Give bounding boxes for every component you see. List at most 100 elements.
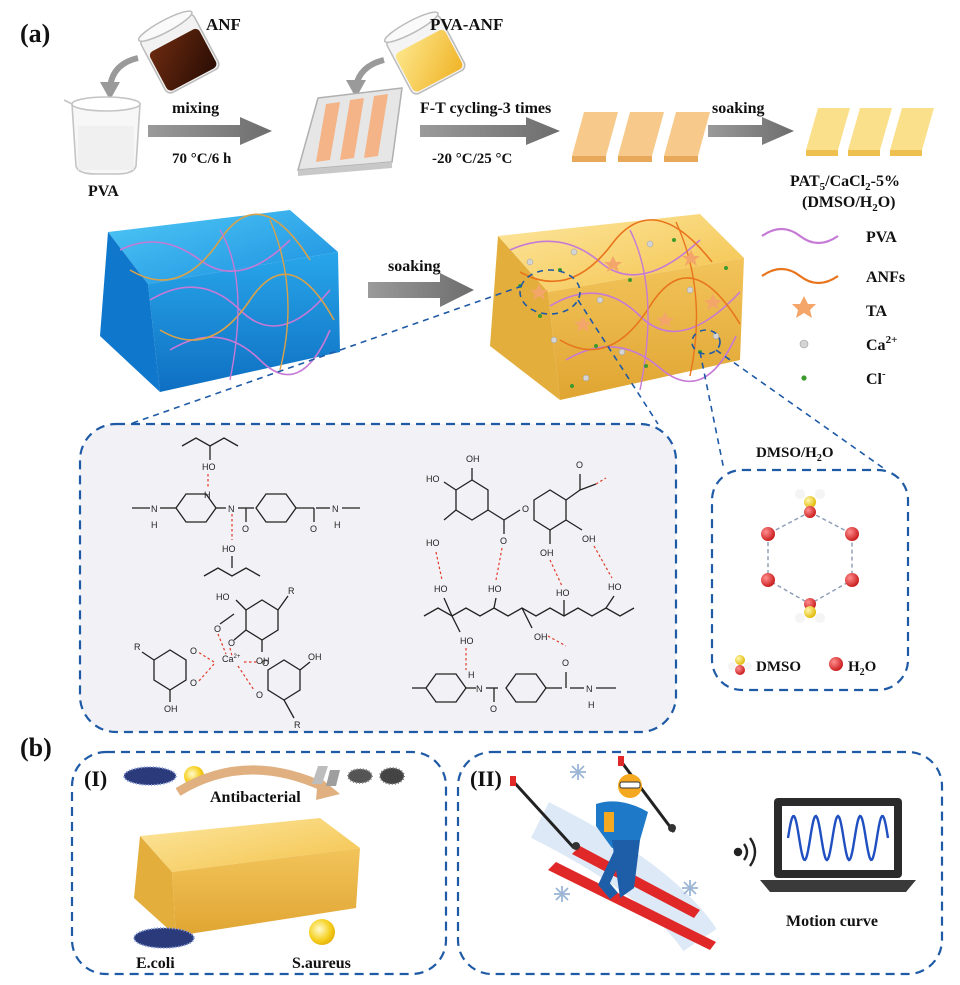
svg-text:OH: OH (466, 454, 480, 464)
ecoli-label: E.coli (136, 955, 175, 972)
dmso-molecule-bottom-icon (795, 598, 825, 623)
ft-cycling-label: F-T cycling-3 times (420, 100, 551, 117)
sub-II-label: (II) (470, 766, 502, 791)
product-label-line2: (DMSO/H2O) (802, 194, 896, 214)
curved-arrow-anf-head (100, 82, 120, 100)
saureus-label: S.aureus (292, 955, 351, 972)
svg-text:HO: HO (434, 584, 448, 594)
svg-text:HO: HO (460, 636, 474, 646)
mixing-condition-label: 70 °C/6 h (172, 151, 232, 167)
svg-text:R: R (294, 720, 301, 730)
zoom-line-left-2 (577, 299, 659, 425)
ecoli-bacterium-icon (123, 766, 177, 786)
svg-text:HO: HO (222, 544, 236, 554)
pva-anf-beaker-icon (383, 11, 466, 95)
svg-text:O: O (190, 646, 197, 656)
legend-ta-star-icon (792, 296, 816, 318)
laptop-icon (760, 798, 916, 892)
svg-text:N: N (151, 504, 158, 514)
zoom-line-right-1 (699, 351, 725, 471)
legend-ca-dot (799, 339, 809, 349)
mixing-label: mixing (172, 100, 219, 117)
ft-condition-label: -20 °C/25 °C (432, 151, 512, 167)
pva-anf-label: PVA-ANF (430, 15, 503, 34)
svg-text:O: O (214, 624, 221, 634)
zoom-circle-right (691, 329, 721, 355)
svg-text:H: H (588, 700, 595, 710)
ca-ion-label: Ca2+ (222, 654, 241, 664)
ecoli-icon (133, 927, 195, 949)
svg-text:O: O (190, 678, 197, 688)
svg-text:OH: OH (582, 534, 596, 544)
svg-text:O: O (490, 704, 497, 714)
legend-cl-dot (801, 375, 807, 381)
solvent-panel (710, 468, 910, 692)
soaking-label-mid: soaking (388, 258, 440, 275)
dmso-h2o-cluster (761, 489, 859, 623)
svg-text:HO: HO (488, 584, 502, 594)
pva-beaker-icon (63, 96, 141, 175)
svg-text:N: N (332, 504, 339, 514)
wireless-signal-icon (733, 837, 757, 867)
svg-text:OH: OH (534, 632, 548, 642)
svg-text:R: R (288, 586, 295, 596)
svg-text:N: N (586, 684, 593, 694)
arrow-soaking-top (708, 117, 794, 145)
zoom-circle-left (519, 269, 581, 315)
h2o-legend-icon (829, 657, 843, 671)
svg-text:HO: HO (426, 474, 440, 484)
svg-text:H: H (468, 670, 475, 680)
svg-text:O: O (500, 536, 507, 546)
sub-I-label: (I) (84, 766, 107, 791)
legend: PVA ANFs TA Ca2+ Cl- (761, 227, 905, 388)
pva-label: PVA (88, 183, 119, 200)
zoom-line-left-1 (129, 285, 523, 425)
svg-text:H: H (334, 520, 341, 530)
svg-text:R: R (134, 642, 141, 652)
svg-text:N: N (476, 684, 483, 694)
dead-bacteria-icon (312, 766, 405, 786)
motion-curve-label: Motion curve (786, 913, 878, 930)
soaking-label-top: soaking (712, 100, 764, 117)
arrow-soaking-mid (368, 273, 474, 307)
legend-ta-label: TA (866, 303, 887, 320)
aramid-ta-ca-structure: HO H N H N O O N H HO R HO OH O (132, 437, 360, 730)
zoom-line-right-2 (715, 349, 887, 471)
svg-text:O: O (256, 690, 263, 700)
svg-text:HO: HO (202, 462, 216, 472)
skier-icon (510, 756, 717, 952)
dmso-molecule-top-icon (795, 489, 825, 518)
svg-text:OH: OH (540, 548, 554, 558)
legend-pva-line (761, 227, 839, 245)
panel-b-label: (b) (20, 733, 52, 762)
curved-arrow-pva-anf-head (346, 80, 366, 98)
svg-text:O: O (242, 524, 249, 534)
ta-pva-aramid-structure: OH HO HO O O O OH OH HO HO HO HO (412, 454, 635, 714)
hydrogel-strips-icon (572, 112, 710, 162)
anf-beaker-icon (137, 10, 220, 94)
legend-anfs-line (761, 267, 839, 285)
yellow-hydrogel-block (490, 214, 744, 400)
svg-text:HO: HO (426, 538, 440, 548)
svg-text:HO: HO (556, 588, 570, 598)
legend-cl-label: Cl- (866, 368, 886, 388)
panel-a-label: (a) (20, 19, 50, 48)
svg-text:O: O (562, 658, 569, 668)
snowflake-icon (554, 764, 698, 902)
svg-text:O: O (310, 524, 317, 534)
svg-text:OH: OH (256, 656, 270, 666)
legend-pva-label: PVA (866, 229, 897, 246)
motion-curve-wave (786, 814, 890, 862)
product-label-line1: PAT5/CaCl2-5% (790, 173, 900, 193)
dmso-label: DMSO (756, 659, 801, 675)
legend-ca-label: Ca2+ (866, 334, 897, 354)
anf-label: ANF (206, 15, 241, 34)
soaked-strips-icon (806, 108, 934, 156)
saureus-icon (309, 919, 335, 945)
svg-text:HO: HO (216, 592, 230, 602)
svg-text:HO: HO (608, 582, 622, 592)
svg-text:O: O (262, 658, 269, 668)
svg-text:H: H (151, 520, 158, 530)
blue-hydrogel-block (100, 210, 340, 392)
arrow-mixing (148, 117, 272, 145)
